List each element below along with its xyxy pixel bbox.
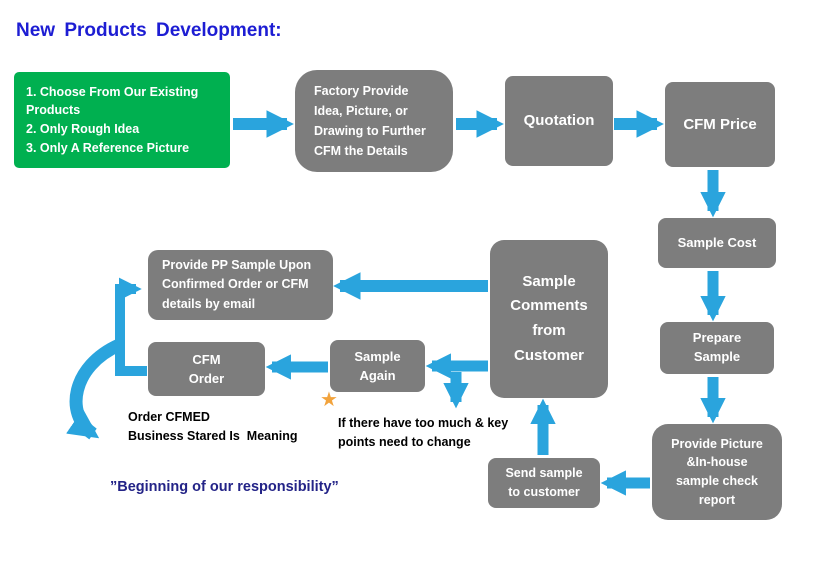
node-provide-pp-sample: Provide PP Sample Upon Confirmed Order o… [148, 250, 333, 320]
node-cfm-price: CFM Price [665, 82, 775, 167]
note-beginning-responsibility: ”Beginning of our responsibility” [110, 479, 339, 495]
node-provide-picture-check-report: Provide Picture &In-house sample check r… [652, 424, 782, 520]
star-icon: ★ [320, 389, 338, 411]
node-prepare-sample: Prepare Sample [660, 322, 774, 374]
page-title: New Products Development: [16, 20, 282, 41]
node-factory-provide: Factory Provide Idea, Picture, or Drawin… [295, 70, 453, 172]
note-if-points-change: If there have too much & key points need… [338, 416, 509, 450]
arrow-swoosh-to-meaning [66, 339, 122, 440]
node-quotation: Quotation [505, 76, 613, 166]
node-send-sample: Send sample to customer [488, 458, 600, 508]
node-sample-cost: Sample Cost [658, 218, 776, 268]
note-order-cfmed-meaning: Order CFMED Business Stared Is Meaning [128, 410, 298, 444]
node-cfm-order: CFM Order [148, 342, 265, 396]
node-existing-options: 1. Choose From Our Existing Products 2. … [14, 72, 230, 168]
arrow-cfm-order-to-provide-pp [115, 277, 147, 376]
node-sample-again: Sample Again [330, 340, 425, 392]
node-sample-comments: Sample Comments from Customer [490, 240, 608, 398]
